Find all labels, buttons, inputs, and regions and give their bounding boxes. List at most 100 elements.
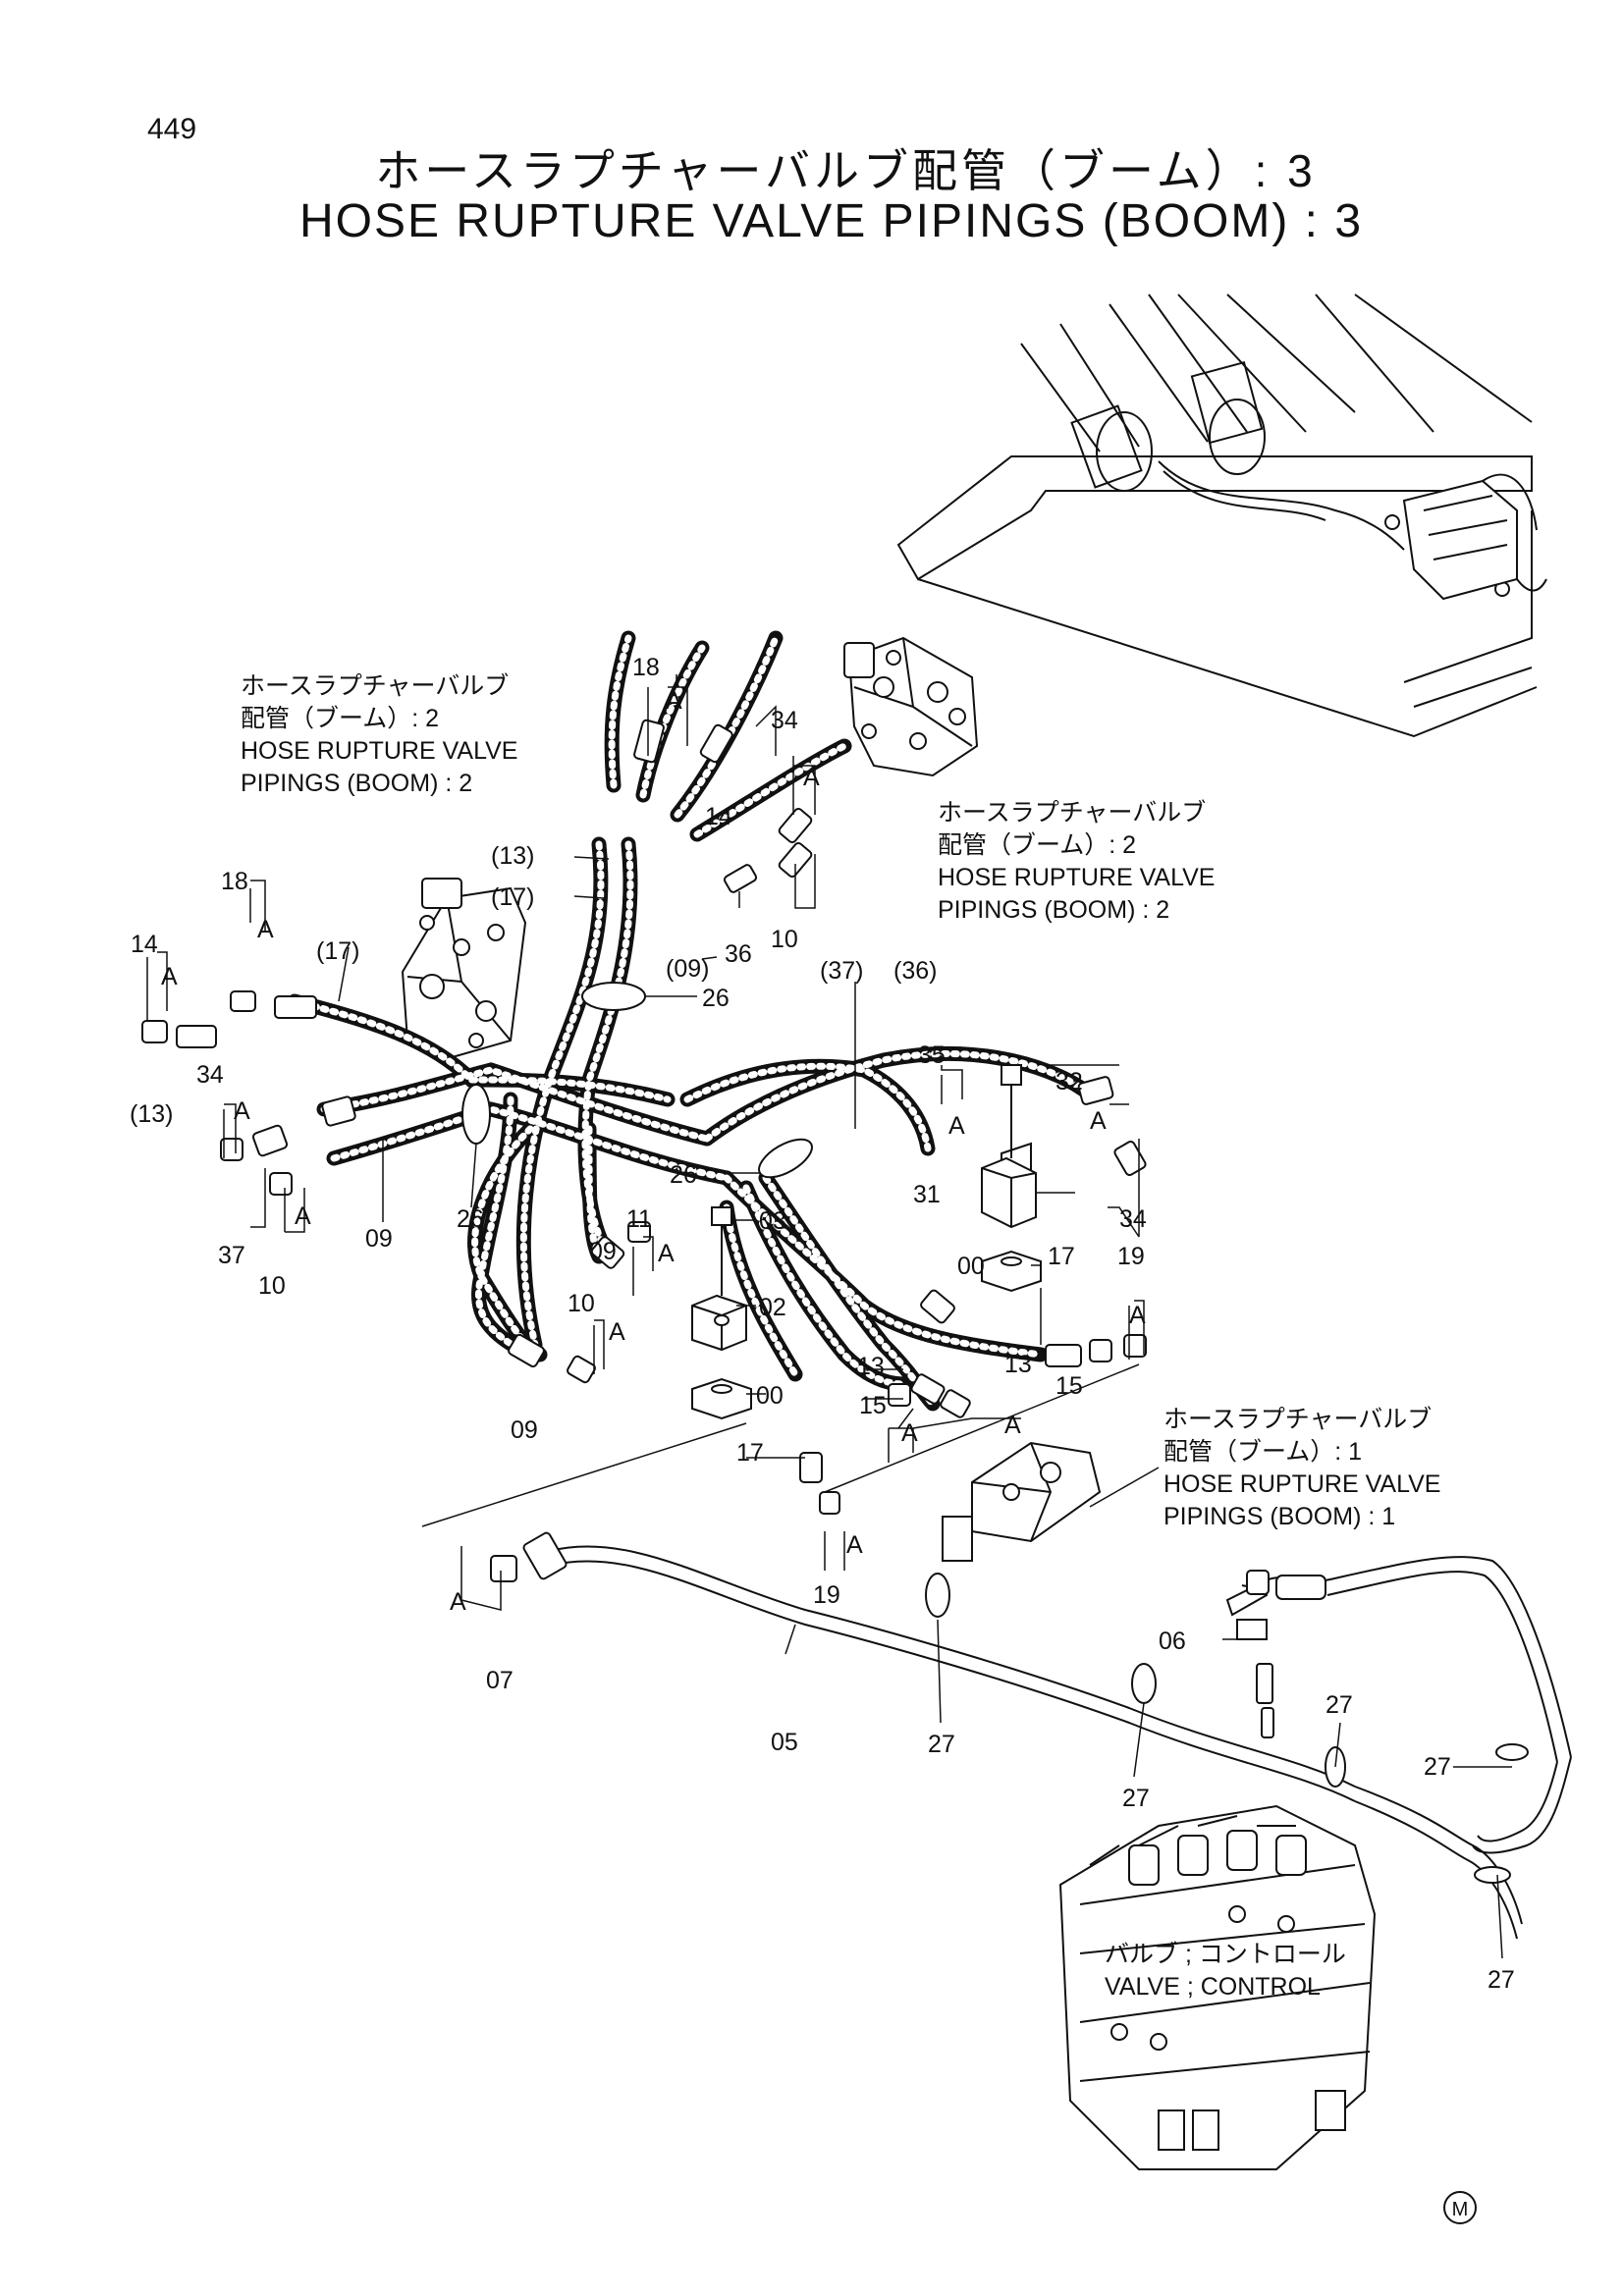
- callout: A: [234, 1097, 250, 1125]
- callout: 26: [457, 1205, 484, 1233]
- callout: 10: [258, 1272, 286, 1300]
- control-valve-drawing: [1058, 1804, 1377, 2170]
- ref-jp: ホースラプチャーバルブ: [938, 799, 1207, 827]
- hose-clamps: [461, 982, 813, 1179]
- callout: (09): [666, 955, 709, 983]
- pipe-05: [549, 1545, 1572, 1940]
- callout: A: [666, 687, 682, 715]
- callout: 00: [957, 1253, 985, 1280]
- page-number: 449: [147, 113, 197, 145]
- boom-assembly-drawing: [896, 294, 1547, 738]
- clamp-blocks: [691, 1064, 1042, 1420]
- callout: A: [948, 1112, 965, 1140]
- callout: 14: [705, 803, 732, 830]
- ref-boom-2-left: ホースラプチャーバルブ 配管（ブーム）: 2 HOSE RUPTURE VALV…: [241, 670, 517, 800]
- callout: A: [901, 1419, 918, 1447]
- callout: 10: [568, 1290, 595, 1317]
- callout: 17: [736, 1439, 764, 1467]
- callout: 06: [1159, 1628, 1186, 1655]
- callout: 13: [1004, 1351, 1032, 1378]
- callout: 34: [1119, 1205, 1147, 1233]
- callout: 37: [218, 1242, 245, 1269]
- callout: 27: [1122, 1785, 1150, 1812]
- callout: A: [257, 916, 274, 943]
- callout: A: [161, 963, 178, 990]
- callout: 27: [1325, 1691, 1353, 1719]
- callout: 13: [857, 1353, 885, 1380]
- callout: 34: [771, 707, 798, 734]
- ref-jp: ホースラプチャーバルブ: [241, 672, 510, 700]
- callout: 19: [1117, 1243, 1145, 1270]
- callout: 03: [759, 1207, 786, 1235]
- callout: (17): [491, 883, 534, 911]
- callout: A: [1090, 1107, 1107, 1135]
- hose-rupture-valve-right: [843, 636, 979, 777]
- callout: (13): [491, 842, 534, 870]
- ref-en-sub: PIPINGS (BOOM) : 2: [241, 770, 473, 797]
- callout: 31: [913, 1181, 941, 1208]
- hose-rupture-valve-left: [401, 878, 527, 1062]
- callout: 09: [511, 1416, 538, 1444]
- callout: 27: [1488, 1966, 1515, 1994]
- callout: 36: [725, 940, 752, 968]
- callout: (13): [130, 1100, 173, 1128]
- callout: 18: [632, 654, 660, 681]
- callout: 26: [702, 985, 730, 1012]
- fittings: [141, 719, 1147, 1515]
- callout: 17: [1048, 1243, 1075, 1270]
- ref-boom-1: ホースラプチャーバルブ 配管（ブーム）: 1 HOSE RUPTURE VALV…: [1163, 1404, 1440, 1533]
- callout: 09: [589, 1238, 617, 1265]
- ref-en: HOSE RUPTURE VALVE: [938, 864, 1216, 891]
- pipe-fittings-bottom: [490, 1531, 1529, 1884]
- ref-en: HOSE RUPTURE VALVE: [1163, 1470, 1441, 1498]
- callout: A: [295, 1202, 311, 1230]
- callout: 15: [859, 1392, 887, 1419]
- callout: A: [450, 1588, 466, 1616]
- callout: A: [803, 764, 820, 791]
- title-english: HOSE RUPTURE VALVE PIPINGS (BOOM) : 3: [298, 195, 1364, 247]
- callout: 15: [1055, 1372, 1083, 1400]
- callout-labels: 18 A 14 34 A (13) (17) 36 (09) 10 26 18 …: [130, 654, 1515, 1994]
- callout: 27: [928, 1731, 955, 1758]
- callout: 35: [918, 1041, 946, 1069]
- callout: 09: [365, 1225, 393, 1253]
- callout: A: [1004, 1412, 1021, 1439]
- ref-jp-sub: 配管（ブーム）: 1: [1163, 1438, 1363, 1466]
- ref-en-sub: PIPINGS (BOOM) : 1: [1163, 1503, 1396, 1530]
- callout: 11: [626, 1205, 652, 1233]
- callout: 18: [221, 868, 248, 895]
- callout: A: [846, 1531, 863, 1559]
- callout: A: [1129, 1302, 1146, 1329]
- callout: A: [658, 1240, 675, 1267]
- callout: 26: [670, 1161, 697, 1189]
- hose-bundle: [287, 630, 1098, 1412]
- ref-jp-sub: 配管（ブーム）: 2: [241, 705, 440, 732]
- hose-rupture-valve-bottom: [942, 1441, 1102, 1562]
- ref-en-sub: PIPINGS (BOOM) : 2: [938, 896, 1170, 924]
- callout: (36): [893, 957, 937, 985]
- ref-control-valve: バルブ ; コントロール VALVE ; CONTROL: [1105, 1939, 1346, 2003]
- title-japanese: ホースラプチャーバルブ配管（ブーム）: 3: [375, 145, 1317, 196]
- callout: 00: [756, 1382, 784, 1410]
- callout: 19: [813, 1581, 840, 1609]
- ref-boom-2-right: ホースラプチャーバルブ 配管（ブーム）: 2 HOSE RUPTURE VALV…: [938, 797, 1215, 927]
- callout: (17): [316, 937, 359, 965]
- callout: 34: [196, 1061, 224, 1089]
- callout: 14: [131, 931, 158, 958]
- revision-mark: M: [1443, 2191, 1477, 2224]
- callout: 32: [1055, 1068, 1083, 1095]
- callout: (37): [820, 957, 863, 985]
- callout: 05: [771, 1729, 798, 1756]
- ref-jp: ホースラプチャーバルブ: [1163, 1406, 1433, 1433]
- ref-en: VALVE ; CONTROL: [1105, 1973, 1321, 2001]
- callout: 07: [486, 1667, 514, 1694]
- ref-jp-sub: 配管（ブーム）: 2: [938, 831, 1137, 859]
- ref-en: HOSE RUPTURE VALVE: [241, 737, 518, 765]
- callout: 10: [771, 926, 798, 953]
- callout: A: [609, 1318, 625, 1346]
- callout: 02: [759, 1294, 786, 1321]
- ref-jp: バルブ ; コントロール: [1105, 1941, 1346, 1968]
- callout: 27: [1424, 1753, 1451, 1781]
- leader-lines: [146, 674, 1512, 1959]
